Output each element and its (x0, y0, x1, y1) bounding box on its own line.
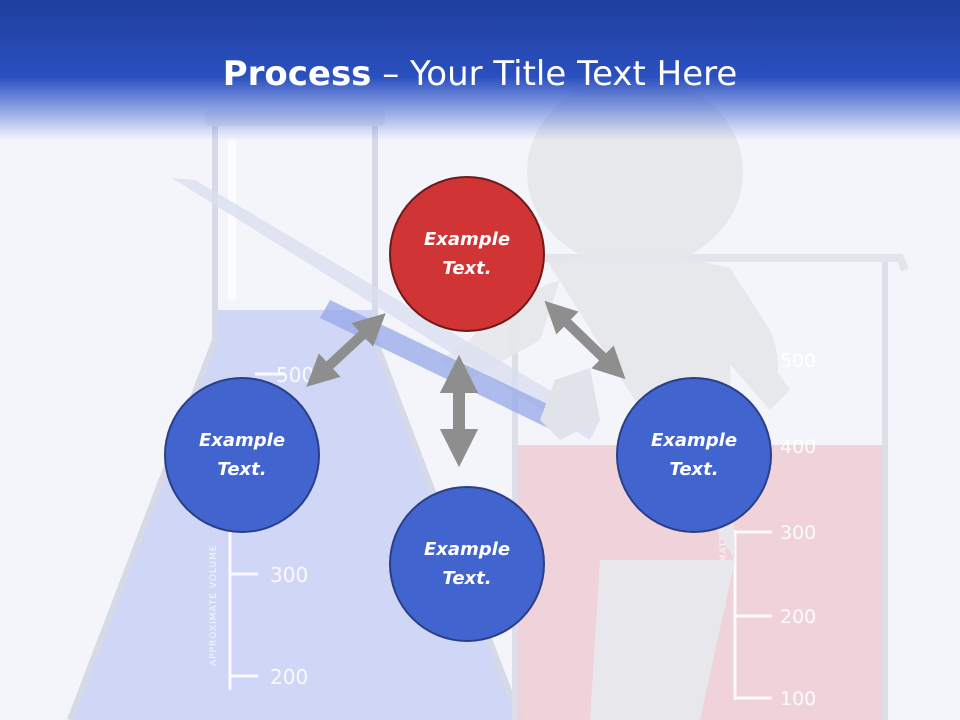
arrow-top-right (544, 300, 626, 380)
node-top-line1: Example (423, 229, 511, 250)
beaker-mark-100: 100 (780, 688, 816, 710)
beaker-mark-300: 300 (780, 522, 816, 544)
node-left-line2: Text. (217, 459, 267, 480)
node-top[interactable]: Example Text. (389, 176, 545, 332)
flask-mark-300: 300 (270, 563, 308, 587)
node-right-line2: Text. (669, 459, 719, 480)
arrow-top-left (306, 313, 386, 387)
node-bottom[interactable]: Example Text. (389, 486, 545, 642)
flask-mark-200: 200 (270, 665, 308, 689)
node-bottom-line1: Example (423, 539, 511, 560)
node-top-line2: Text. (442, 258, 492, 279)
node-left[interactable]: Example Text. (164, 377, 320, 533)
flask-side-label: APPROXIMATE VOLUME (209, 544, 219, 666)
beaker-mark-500: 500 (780, 350, 816, 372)
node-right-line1: Example (650, 430, 738, 451)
beaker-mark-400: 400 (780, 436, 816, 458)
beaker-side-label: APPROXIMATE VOLUME (719, 486, 729, 608)
header-band (0, 0, 960, 140)
slide-title: Process – Your Title Text Here (0, 52, 960, 96)
flask-liquid (70, 310, 520, 720)
figure-body (548, 254, 778, 720)
node-bottom-line2: Text. (442, 568, 492, 589)
title-rest: – Your Title Text Here (371, 54, 738, 94)
node-left-line1: Example (198, 430, 286, 451)
beaker-mark-200: 200 (780, 606, 816, 628)
node-right[interactable]: Example Text. (616, 377, 772, 533)
title-bold: Process (222, 54, 372, 94)
